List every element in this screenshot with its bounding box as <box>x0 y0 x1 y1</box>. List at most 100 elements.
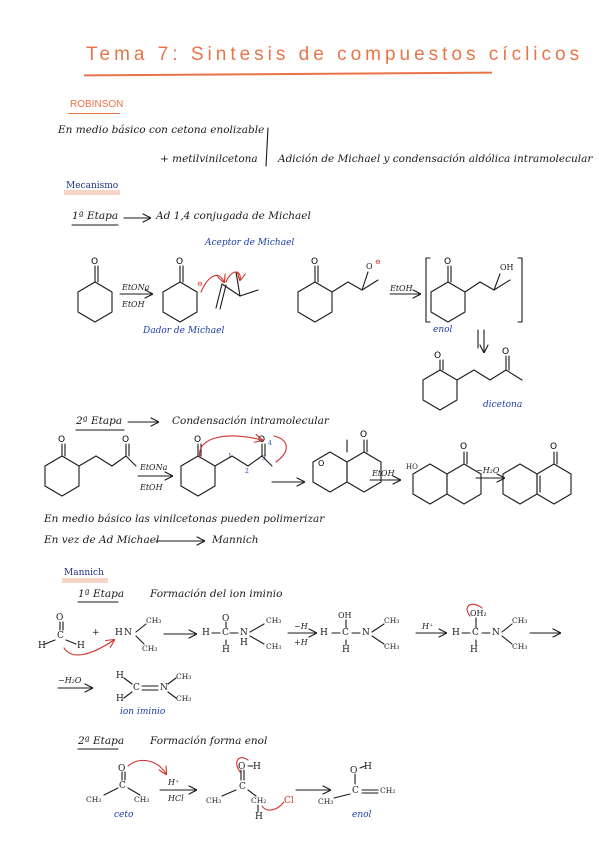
m3-ch3-b: CH₃ <box>384 642 400 651</box>
m5-n: N <box>160 683 168 693</box>
ceto-label: ceto <box>114 810 134 820</box>
donor-label: Dador de Michael <box>143 326 225 336</box>
note-mannich: Mannich <box>212 534 259 546</box>
mannich-step1-bonds <box>44 603 560 656</box>
num-1: 1 <box>228 453 232 460</box>
svg-text:O: O <box>360 430 367 440</box>
m1-amine-n: N <box>124 628 132 638</box>
robinson-line2: + metilvinilcetona <box>160 153 258 165</box>
m1-o: O <box>56 613 64 623</box>
svg-text:O: O <box>318 459 324 468</box>
robinson-result: Adición de Michael y condensación aldóli… <box>278 153 593 165</box>
m2-c: C <box>222 628 229 638</box>
robinson-underline <box>68 113 120 114</box>
m1-amine-ch3-a: CH₃ <box>146 616 162 625</box>
enol-oh: OH <box>500 263 514 272</box>
e1-reagent1: EtONa <box>122 283 150 292</box>
m4-c: C <box>472 628 479 638</box>
m2-n: N <box>240 628 248 638</box>
m3-oh: OH <box>338 611 352 620</box>
etapa2-label: 2ª Etapa <box>76 415 123 427</box>
m2-nh: H <box>240 638 248 648</box>
m5-h-a: H <box>116 671 124 681</box>
p-c: C <box>239 782 246 792</box>
p-h: H <box>253 762 261 772</box>
page-title: Tema 7: Sintesis de compuestos cíclicos <box>86 44 584 65</box>
note-polymerize: En medio básico las vinilcetonas pueden … <box>44 513 325 525</box>
m2-h2: H <box>222 645 230 655</box>
svg-text:O: O <box>122 435 129 445</box>
michael-adduct: O <box>297 257 379 323</box>
p-cl: Cl <box>284 796 294 806</box>
enol-label: enol <box>433 325 453 335</box>
robinson-line1: En medio básico con cetona enolizable <box>58 124 265 136</box>
dicetona-structure: O O <box>422 347 523 411</box>
m3-h: H <box>320 628 328 638</box>
p-h2: H <box>255 812 263 822</box>
svg-text:O: O <box>444 257 451 267</box>
num-4: 4 <box>268 440 272 447</box>
m1-h-left: H <box>38 641 46 651</box>
num-2: 2 <box>245 468 249 475</box>
p-ch2: CH₂ <box>251 796 267 805</box>
m-plus-h: +H <box>294 638 308 647</box>
etapa1-label: 1ª Etapa <box>72 210 119 222</box>
m2-o: O <box>222 614 230 624</box>
mecanismo-highlight <box>64 190 120 195</box>
carbanion-charge: ⊖ <box>197 280 203 288</box>
k-hcl: HCl <box>168 794 184 803</box>
m-minus-h2o: −H₂O <box>58 676 82 685</box>
m1-c: C <box>57 631 64 641</box>
e2-reagent3: EtOH <box>372 469 395 478</box>
k-ch3-b: CH₃ <box>134 795 150 804</box>
m2-h: H <box>202 628 210 638</box>
m4-h: H <box>452 628 460 638</box>
e1-reagent3: EtOH <box>390 284 413 293</box>
m-minus-h: −H <box>294 622 308 631</box>
svg-text:O: O <box>502 347 509 357</box>
mannich-highlight <box>62 578 108 583</box>
e-o: O <box>350 766 358 776</box>
mannich-etapa1-desc: Formación del ion iminio <box>150 588 283 600</box>
k-o: O <box>118 764 126 774</box>
enolate-o: O <box>366 262 373 271</box>
m5-ch3-a: CH₃ <box>176 672 192 681</box>
mannich-heading: Mannich <box>64 568 104 578</box>
iminio-bonds <box>123 677 177 699</box>
robinson-heading: ROBINSON <box>70 99 124 110</box>
m4-n: N <box>492 628 500 638</box>
mannich-etapa2-label: 2ª Etapa <box>78 735 125 747</box>
e1-reagent2: EtOH <box>122 300 145 309</box>
enolate-charge: ⊖ <box>375 258 381 266</box>
k-ch3-a: CH₃ <box>86 795 102 804</box>
dicetona-label: dicetona <box>483 400 523 410</box>
m3-c: C <box>342 628 349 638</box>
aldol-decalin: O O <box>312 430 382 493</box>
etapa2-desc: Condensación intramolecular <box>172 415 329 427</box>
ion-iminio-label: ion iminio <box>120 707 166 717</box>
m1-amine-ch3-b: CH₃ <box>142 644 158 653</box>
m1-amine-h: H <box>115 628 123 638</box>
svg-text:O: O <box>311 257 318 267</box>
svg-text:O: O <box>194 435 201 445</box>
cyclohexanone-2: O <box>162 257 198 323</box>
m2-ch3-b: CH₃ <box>266 642 282 651</box>
acceptor-label: Aceptor de Michael <box>205 238 295 248</box>
m4-oh2: OH₂ <box>470 609 487 618</box>
e-ch2: CH₂ <box>380 786 396 795</box>
mannich-step2-bonds <box>103 757 379 813</box>
m5-h-b: H <box>116 694 124 704</box>
mecanismo-heading: Mecanismo <box>66 181 119 191</box>
k-h-plus: H⁺ <box>168 778 180 787</box>
m4-ch3-a: CH₃ <box>512 616 528 625</box>
m-h-plus: H⁺ <box>422 622 434 631</box>
m5-c: C <box>133 683 140 693</box>
enol-final-label: enol <box>352 810 372 820</box>
svg-text:O: O <box>58 435 65 445</box>
e-ch3: CH₃ <box>318 797 334 806</box>
note-instead: En vez de Ad Michael <box>44 534 160 546</box>
mvk-acceptor <box>200 271 259 310</box>
cyclohexanone-1: O <box>77 257 113 323</box>
svg-text:O: O <box>550 442 557 452</box>
